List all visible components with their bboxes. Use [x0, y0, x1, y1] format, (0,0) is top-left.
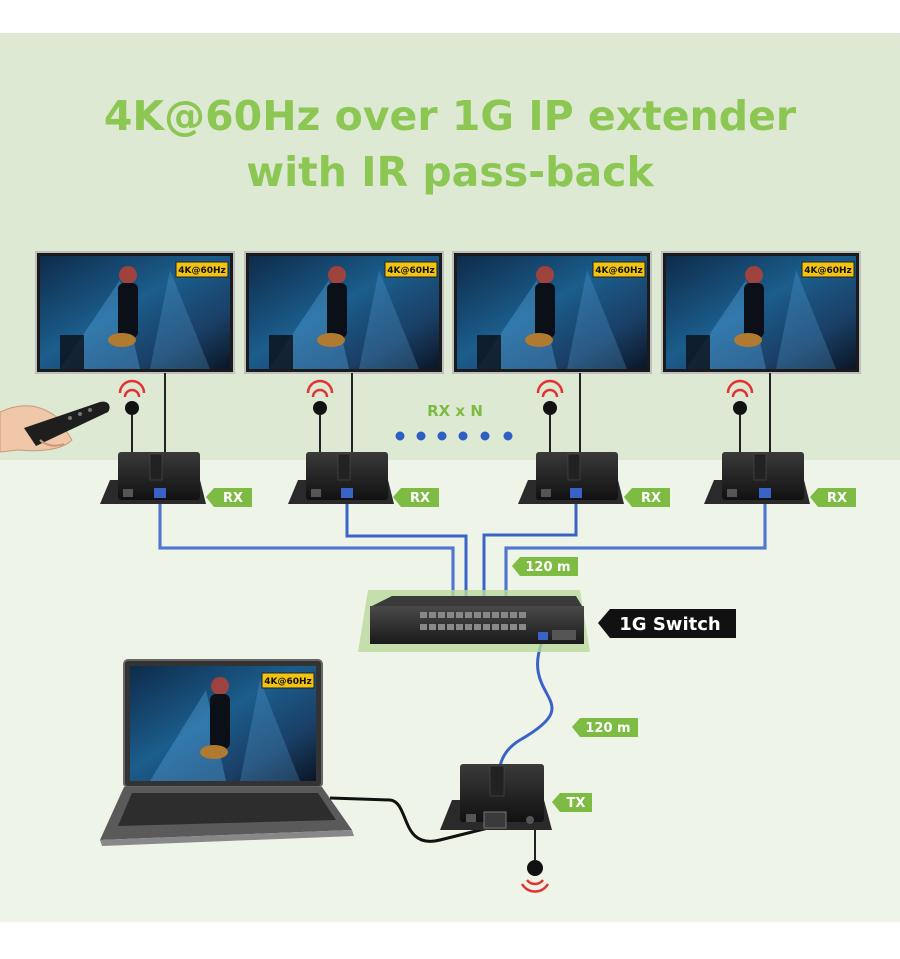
- title-line-1: 4K@60Hz over 1G IP extender: [103, 92, 797, 140]
- cable-rx4: [504, 500, 767, 600]
- laptop: 4K@60Hz: [100, 659, 354, 846]
- network-switch: [358, 590, 590, 652]
- switch-tag: 1G Switch: [598, 609, 736, 638]
- display-2-badge: 4K@60Hz: [387, 266, 435, 276]
- cable-rx3: [482, 500, 578, 600]
- rx-tag-1: RX: [206, 488, 252, 507]
- diagram-title: 4K@60Hz over 1G IP extender with IR pass…: [0, 88, 900, 200]
- cable-length-tag-bottom: 120 m: [572, 718, 638, 737]
- receiver-2: [288, 452, 394, 504]
- cable-tx: [497, 641, 554, 779]
- rx-tag-3: RX: [624, 488, 670, 507]
- transmitter-unit: [440, 764, 552, 830]
- receiver-units: [100, 452, 810, 504]
- cable-rx1: [158, 500, 455, 600]
- ir-receiver-icon: [306, 379, 334, 455]
- receiver-3: [518, 452, 624, 504]
- receiver-1: [100, 452, 206, 504]
- cable-length-top: 120 m: [525, 560, 570, 575]
- rx-tag-2-label: RX: [410, 491, 430, 506]
- ir-receiver-icon: [536, 379, 564, 455]
- ir-receiver-icon: [726, 379, 754, 455]
- receiver-4: [704, 452, 810, 504]
- rx-tag-4: RX: [810, 488, 856, 507]
- display-2: 4K@60Hz: [244, 251, 444, 455]
- rx-tags: RX RX RX RX: [206, 488, 856, 507]
- cable-length-bottom: 120 m: [585, 721, 630, 736]
- displays: 4K@60Hz 4K@60Hz: [35, 251, 861, 455]
- display-4-badge: 4K@60Hz: [804, 266, 852, 276]
- remote-control-icon: [0, 401, 110, 453]
- rx-tag-1-label: RX: [223, 491, 243, 506]
- hdmi-cable: [329, 796, 489, 843]
- switch-label: 1G Switch: [619, 614, 720, 635]
- tx-tag: TX: [552, 793, 592, 812]
- ir-receiver-icon: [118, 379, 146, 455]
- display-1-badge: 4K@60Hz: [178, 266, 226, 276]
- rx-count-label: RX x N: [427, 402, 483, 420]
- display-3: 4K@60Hz: [452, 251, 652, 455]
- title-line-2: with IR pass-back: [246, 148, 654, 196]
- ir-receivers: [118, 379, 754, 455]
- laptop-badge: 4K@60Hz: [264, 677, 312, 687]
- ir-emitter-icon: [520, 830, 550, 893]
- rx-tag-3-label: RX: [641, 491, 661, 506]
- rx-tag-4-label: RX: [827, 491, 847, 506]
- ellipsis-dots: [395, 431, 513, 441]
- rx-tag-2: RX: [393, 488, 439, 507]
- display-1: 4K@60Hz: [35, 251, 235, 455]
- tx-tag-label: TX: [567, 796, 586, 811]
- cable-rx2: [345, 500, 468, 600]
- display-4: 4K@60Hz: [661, 251, 861, 455]
- display-3-badge: 4K@60Hz: [595, 266, 643, 276]
- cable-length-tag-top: 120 m: [512, 557, 578, 576]
